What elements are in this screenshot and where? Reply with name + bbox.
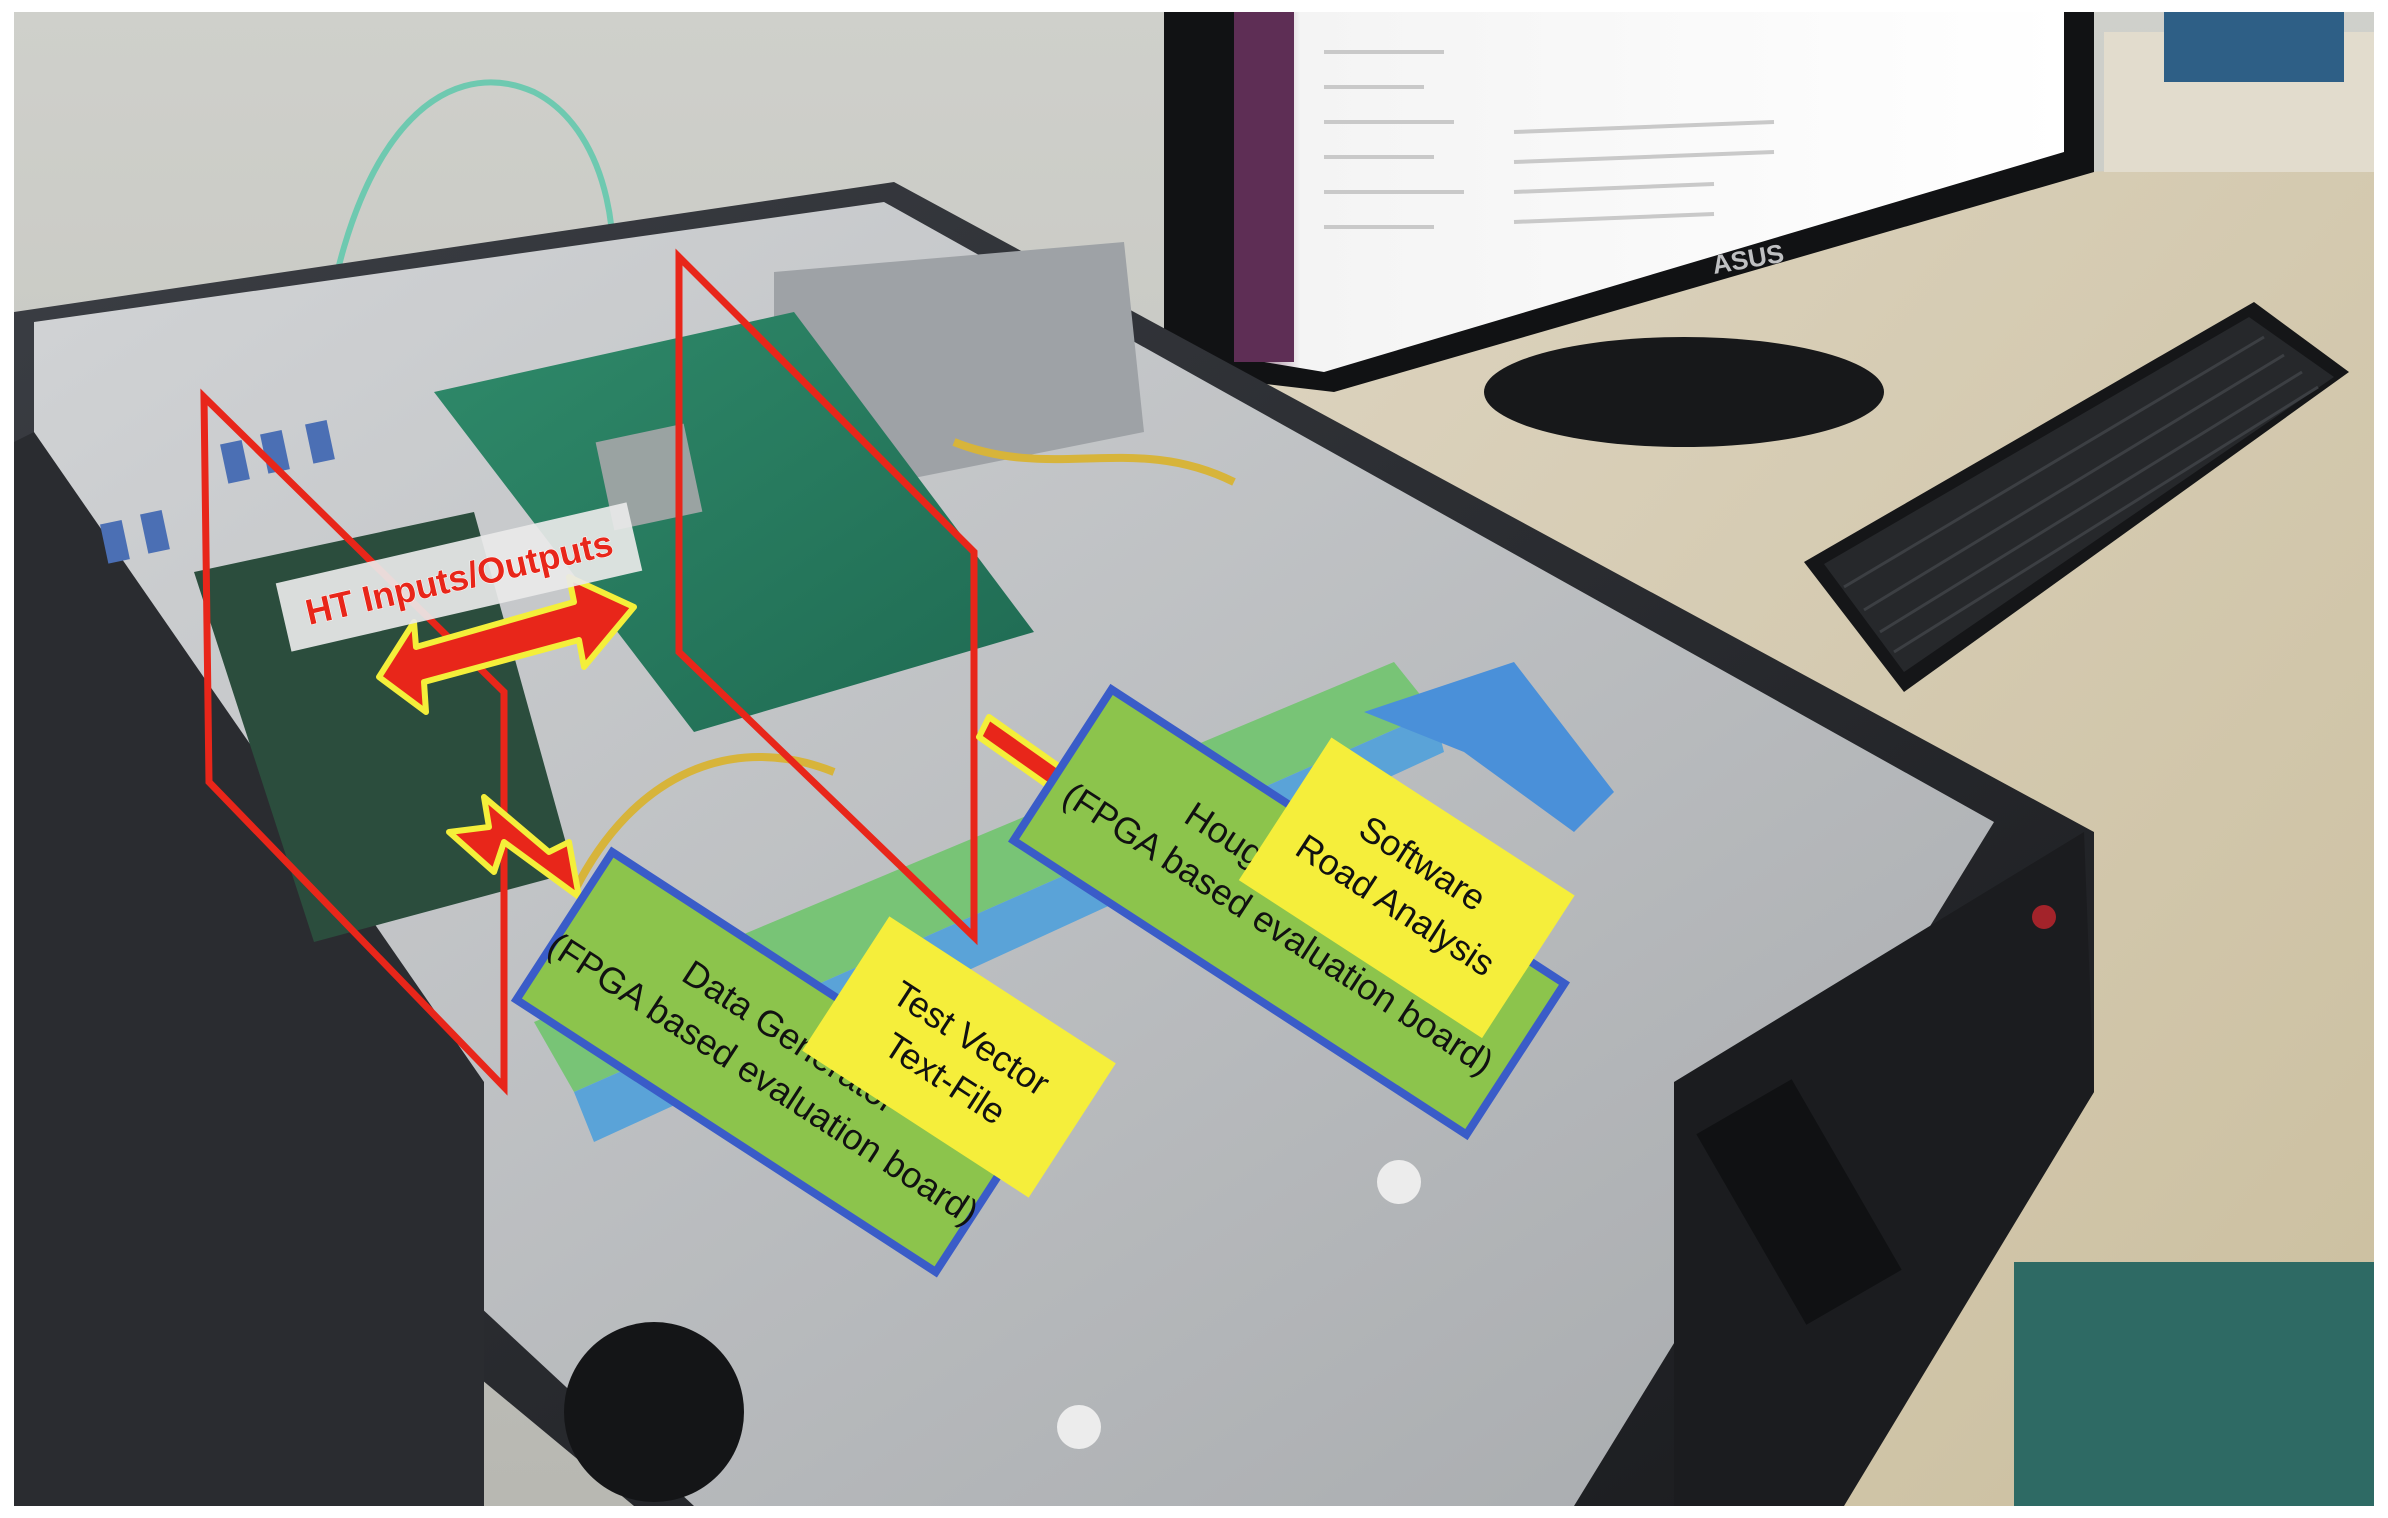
fpga-board-upper xyxy=(434,312,1034,732)
arrow-to-data-generator xyxy=(446,794,582,900)
case-left-wall xyxy=(14,432,484,1506)
floor-corner xyxy=(2014,1262,2374,1506)
monitor-screen xyxy=(1234,12,2064,372)
annotated-photo: ASUS xyxy=(14,12,2374,1506)
double-arrow-ht-io xyxy=(376,574,637,715)
keyboard xyxy=(1804,302,2349,692)
case-front-panel xyxy=(1674,832,2094,1506)
monitor: ASUS xyxy=(1164,12,2094,447)
blue-clip xyxy=(1364,662,1614,832)
shelf-box-blue xyxy=(2164,12,2344,82)
tray-holes xyxy=(1057,1160,1421,1449)
red-frame-hough-transform xyxy=(675,248,978,946)
screen-text-lines xyxy=(1324,50,1775,229)
monitor-stand xyxy=(1484,337,1884,447)
power-button xyxy=(2032,905,2056,929)
drive-bay xyxy=(1696,1079,1902,1325)
front-fan xyxy=(564,1322,744,1502)
screen-sidebar xyxy=(1234,12,1294,362)
